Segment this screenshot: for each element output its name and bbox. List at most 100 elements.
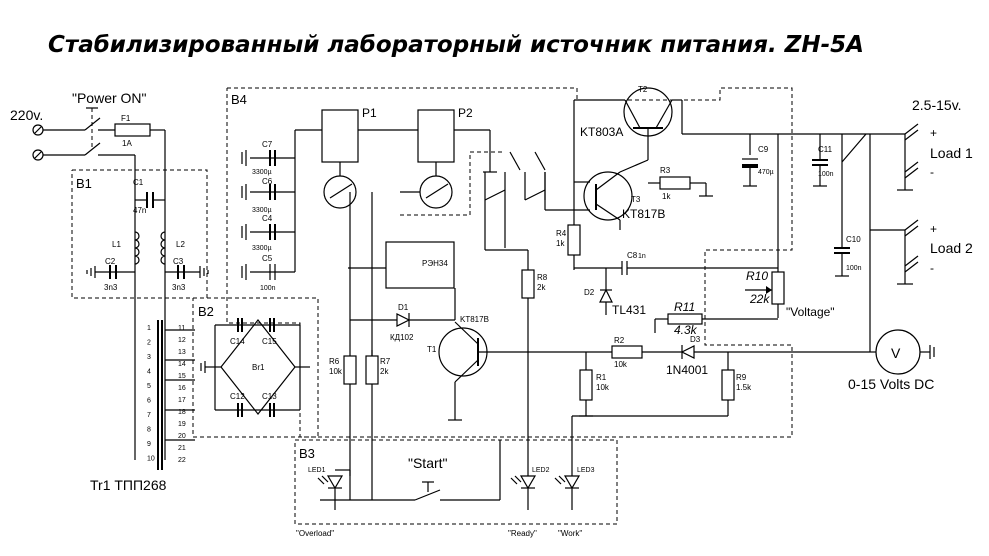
transformer-pin-label: 21 xyxy=(178,445,186,452)
resistor-r3 xyxy=(659,176,691,190)
c1-value: 47n xyxy=(133,206,146,215)
b1-filter xyxy=(86,192,209,279)
c6-value: 3300µ xyxy=(252,207,272,214)
r2-value: 10k xyxy=(614,360,628,369)
r8-value: 2k xyxy=(537,283,546,292)
relay-p1-coil xyxy=(321,109,359,163)
power-switch-label: "Power ON" xyxy=(72,90,147,106)
diagram-title: Стабилизированный лабораторный источник … xyxy=(48,32,864,58)
voltmeter-symbol: V xyxy=(891,345,901,361)
c5-label: C5 xyxy=(262,254,273,263)
t3-type: KT817B xyxy=(622,207,665,221)
transformer-pin-label: 7 xyxy=(147,412,151,419)
d2-label: D2 xyxy=(584,288,595,297)
r9-label: R9 xyxy=(736,373,747,382)
c3-value: 3n3 xyxy=(172,283,186,292)
transformer-pin-label: 17 xyxy=(178,397,186,404)
r9-value: 1.5k xyxy=(736,383,752,392)
zener-d2 xyxy=(599,288,613,303)
fuse-label: F1 xyxy=(121,114,131,123)
relay-ren34-label: РЭН34 xyxy=(422,259,448,268)
mains-input xyxy=(32,107,166,300)
relay-p2-coil xyxy=(417,109,455,163)
t2-type: KT803A xyxy=(580,125,623,139)
transformer-pin-label: 15 xyxy=(178,373,186,380)
transformer-pin-label: 4 xyxy=(147,369,151,376)
start-button[interactable] xyxy=(414,489,441,501)
r6-label: R6 xyxy=(329,357,340,366)
output-range-label: 2.5-15v. xyxy=(912,97,962,113)
c11-value: 100n xyxy=(818,171,834,178)
power-switch-blade-bottom xyxy=(84,142,101,156)
c10-value: 100n xyxy=(846,265,862,272)
r10-label: R10 xyxy=(746,269,768,283)
transformer-pin-label: 6 xyxy=(147,398,151,405)
c12-label: C12 xyxy=(230,392,245,401)
transformer-pin-label: 1 xyxy=(147,325,151,332)
led2-name: "Ready" xyxy=(508,529,537,538)
c6-label: C6 xyxy=(262,177,273,186)
transformer-pin-label: 11 xyxy=(178,325,185,332)
block-b3-label: B3 xyxy=(299,446,315,461)
transformer-tr1 xyxy=(134,300,195,470)
c2-value: 3n3 xyxy=(104,283,118,292)
c5-value: 100n xyxy=(260,285,276,292)
p1-label: P1 xyxy=(362,106,377,120)
resistor-r2 xyxy=(611,345,643,359)
transformer-pin-label: 22 xyxy=(178,457,186,464)
transformer-pin-label: 13 xyxy=(178,349,186,356)
led2-label: LED2 xyxy=(532,467,550,474)
mains-voltage-label: 220v. xyxy=(10,107,43,123)
c7-label: C7 xyxy=(262,140,273,149)
bridge-label: Br1 xyxy=(252,363,265,372)
transformer-pin-label: 12 xyxy=(178,337,186,344)
r11-label: R11 xyxy=(674,300,695,314)
r7-value: 2k xyxy=(380,367,389,376)
c8-label: C8 xyxy=(627,251,638,260)
c10-label: C10 xyxy=(846,235,861,244)
r3-value: 1k xyxy=(662,192,671,201)
d3-label: D3 xyxy=(690,335,701,344)
c2-label: C2 xyxy=(105,257,116,266)
voltmeter-label: 0-15 Volts DC xyxy=(848,376,934,392)
block-b4-label: B4 xyxy=(231,92,247,107)
transformer-pin-label: 9 xyxy=(147,441,151,448)
diode-d1 xyxy=(396,313,411,327)
load1-plus: + xyxy=(930,126,937,140)
resistor-r7 xyxy=(365,355,379,385)
r10-name: "Voltage" xyxy=(786,305,835,319)
transformer-pin-label: 3 xyxy=(147,354,151,361)
d2-type: TL431 xyxy=(612,303,646,317)
inductor-l2 xyxy=(160,231,166,265)
c3-label: C3 xyxy=(173,257,184,266)
c11-label: C11 xyxy=(818,145,833,154)
b3-indicators xyxy=(317,440,581,510)
c9-value: 470µ xyxy=(758,169,774,176)
load1-minus: - xyxy=(930,165,934,179)
resistor-r8 xyxy=(521,269,535,299)
resistor-r1 xyxy=(579,369,593,401)
transformer-pin-label: 14 xyxy=(178,361,186,368)
t3-label: T3 xyxy=(631,195,641,204)
start-label: "Start" xyxy=(408,455,448,471)
inductor-l1 xyxy=(134,231,140,265)
transformer-pin-label: 20 xyxy=(178,433,186,440)
transformer-pin-label: 10 xyxy=(147,456,155,463)
potentiometer-r10 xyxy=(771,271,785,305)
fuse-f1 xyxy=(114,123,151,137)
l1-label: L1 xyxy=(112,240,121,249)
load2-plus: + xyxy=(930,222,937,236)
r10-value: 22k xyxy=(749,292,770,306)
r1-label: R1 xyxy=(596,373,607,382)
r6-value: 10k xyxy=(329,367,343,376)
led1 xyxy=(326,475,344,490)
p2-label: P2 xyxy=(458,106,473,120)
b2-bridge xyxy=(200,318,310,417)
output-terminals xyxy=(897,123,919,285)
block-b1-label: B1 xyxy=(76,176,92,191)
r2-label: R2 xyxy=(614,336,625,345)
